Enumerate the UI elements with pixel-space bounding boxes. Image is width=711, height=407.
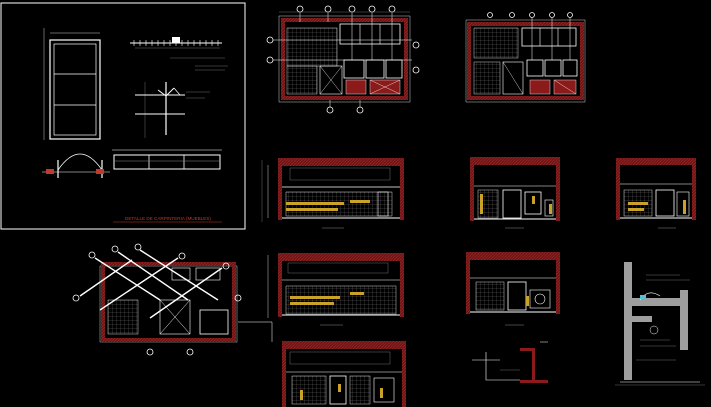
door-elevation	[43, 28, 101, 140]
elevation-f	[282, 341, 406, 407]
trim-detail	[130, 37, 228, 71]
wall-section-detail	[472, 341, 548, 383]
detail-sheet: DETALLE DE CARPINTERIA (MUEBLES)	[0, 2, 246, 230]
elevation-e	[466, 252, 560, 326]
structural-detail	[615, 262, 705, 386]
elevation-c	[616, 158, 696, 229]
floor-plan-1	[266, 5, 420, 114]
floor-plan-2	[465, 12, 586, 103]
elevation-b	[470, 157, 560, 229]
detail-sheet-frame	[0, 2, 246, 230]
bracket-detail	[135, 82, 210, 138]
elevation-d	[267, 253, 404, 326]
floor-plan-rotated	[72, 243, 273, 356]
arch-detail	[42, 153, 110, 178]
bench-elevation	[112, 149, 222, 170]
elevation-a	[261, 158, 404, 229]
detail-sheet-title: DETALLE DE CARPINTERIA (MUEBLES)	[125, 216, 211, 221]
